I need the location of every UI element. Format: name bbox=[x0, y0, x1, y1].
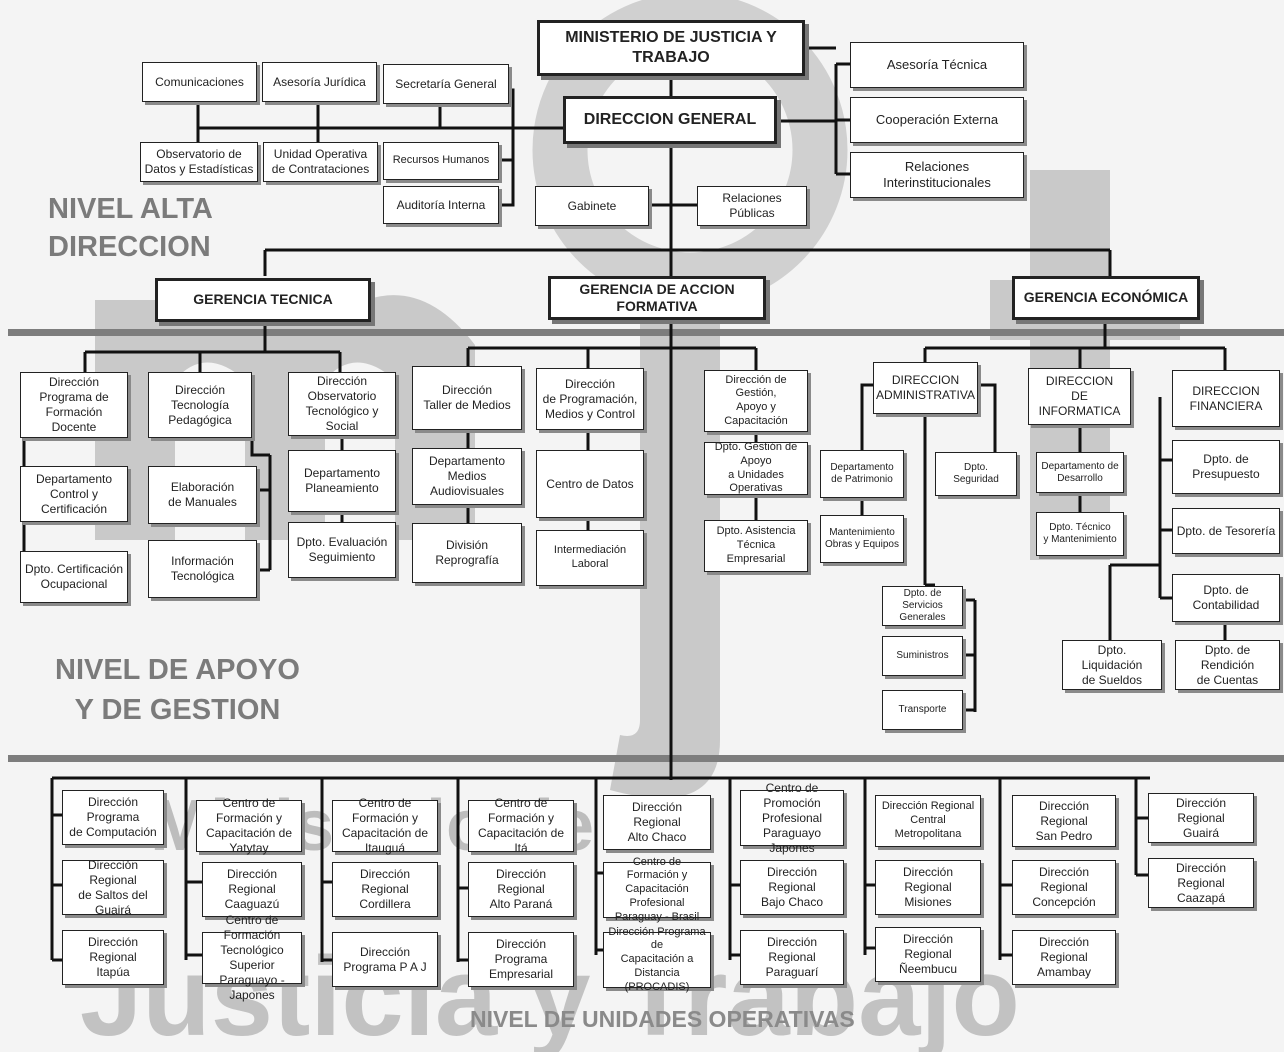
box-asesoria-tecnica[interactable]: Asesoría Técnica bbox=[850, 42, 1024, 88]
box-ministerio[interactable]: MINISTERIO DE JUSTICIA Y TRABAJO bbox=[537, 20, 805, 76]
box-secretaria-general[interactable]: Secretaría General bbox=[383, 64, 509, 104]
box-dir-reg-itapua[interactable]: Dirección Regional Itapúa bbox=[62, 930, 164, 985]
level-label-unidades: NIVEL DE UNIDADES OPERATIVAS bbox=[470, 1006, 855, 1032]
box-dpto-asistencia-tecnica[interactable]: Dpto. Asistencia Técnica Empresarial bbox=[704, 520, 808, 572]
level-separator-1 bbox=[8, 329, 1284, 336]
box-unidad-operativa[interactable]: Unidad Operativa de Contrataciones bbox=[263, 142, 378, 182]
box-depto-medios-audiovisuales[interactable]: Departamento Medios Audiovisuales bbox=[412, 448, 522, 505]
box-asesoria-juridica[interactable]: Asesoría Jurídica bbox=[262, 62, 377, 102]
box-dpto-servicios-generales[interactable]: Dpto. de Servicios Generales bbox=[882, 586, 963, 626]
box-mantenimiento-obras[interactable]: Mantenimiento Obras y Equipos bbox=[820, 515, 904, 563]
level-label-alta: NIVEL ALTA DIRECCION bbox=[48, 193, 213, 263]
box-depto-planeamiento[interactable]: Departamento Planeamiento bbox=[288, 450, 396, 512]
box-cf-tecnologico[interactable]: Centro de Formación Tecnológico Superior… bbox=[202, 913, 302, 1002]
box-depto-control-certificacion[interactable]: Departamento Control y Certificación bbox=[20, 466, 128, 522]
box-cf-yatytay[interactable]: Centro de Formación y Capacitación de Ya… bbox=[196, 796, 302, 855]
level-label-apoyo: NIVEL DE APOYO Y DE GESTION bbox=[55, 654, 300, 726]
box-informacion-tecnologica[interactable]: Información Tecnológica bbox=[148, 540, 257, 598]
box-cp-paraguayo-japones[interactable]: Centro de Promoción Profesional Paraguay… bbox=[740, 781, 844, 855]
box-dir-reg-alto-chaco[interactable]: Dirección Regional Alto Chaco bbox=[603, 795, 711, 850]
box-dir-programacion[interactable]: Dirección de Programación, Medios y Cont… bbox=[536, 368, 644, 430]
box-dir-reg-central[interactable]: Dirección Regional Central Metropolitana bbox=[875, 795, 981, 847]
box-dir-prog-empresarial[interactable]: Dirección Programa Empresarial bbox=[468, 932, 574, 987]
box-dpto-rendicion-cuentas[interactable]: Dpto. de Rendición de Cuentas bbox=[1175, 640, 1280, 690]
box-dpto-tecnico-mantenimiento[interactable]: Dpto. Técnico y Mantenimiento bbox=[1036, 512, 1124, 556]
box-dir-reg-saltos-guaira[interactable]: Dirección Regional de Saltos del Guairá bbox=[62, 858, 164, 917]
box-observatorio-datos[interactable]: Observatorio de Datos y Estadísticas bbox=[140, 142, 258, 182]
box-transporte[interactable]: Transporte bbox=[882, 690, 963, 730]
box-dir-prog-formacion-docente[interactable]: Dirección Programa de Formación Docente bbox=[20, 372, 128, 438]
box-relaciones-interinstitucionales[interactable]: Relaciones Interinstitucionales bbox=[850, 152, 1024, 198]
box-dir-reg-san-pedro[interactable]: Dirección Regional San Pedro bbox=[1012, 795, 1116, 847]
box-centro-datos[interactable]: Centro de Datos bbox=[536, 450, 644, 518]
box-comunicaciones[interactable]: Comunicaciones bbox=[142, 62, 257, 102]
box-depto-patrimonio[interactable]: Departamento de Patrimonio bbox=[820, 450, 904, 498]
box-dir-reg-caaguazu[interactable]: Dirección Regional Caaguazú bbox=[202, 862, 302, 917]
box-dir-reg-concepcion[interactable]: Dirección Regional Concepción bbox=[1012, 860, 1116, 915]
box-dir-reg-misiones[interactable]: Dirección Regional Misiones bbox=[875, 860, 981, 915]
box-direccion-general[interactable]: DIRECCION GENERAL bbox=[563, 96, 777, 144]
box-cooperacion-externa[interactable]: Cooperación Externa bbox=[850, 97, 1024, 143]
box-dir-reg-neembucu[interactable]: Dirección Regional Ñeembucu bbox=[875, 927, 981, 982]
box-dir-prog-paj[interactable]: Dirección Programa P A J bbox=[332, 932, 438, 987]
box-dir-procadis[interactable]: Dirección Programa de Capacitación a Dis… bbox=[603, 926, 711, 993]
box-relaciones-publicas[interactable]: Relaciones Públicas bbox=[697, 186, 807, 226]
box-intermediacion-laboral[interactable]: Intermediación Laboral bbox=[536, 530, 644, 586]
box-dir-reg-amambay[interactable]: Dirección Regional Amambay bbox=[1012, 930, 1116, 985]
box-dpto-contabilidad[interactable]: Dpto. de Contabilidad bbox=[1172, 574, 1280, 622]
box-dpto-evaluacion[interactable]: Dpto. Evaluación Seguimiento bbox=[288, 522, 396, 578]
box-dir-informatica[interactable]: DIRECCION DE INFORMATICA bbox=[1028, 368, 1131, 425]
box-dir-reg-paraguari[interactable]: Dirección Regional Paraguarí bbox=[740, 930, 844, 985]
box-dir-reg-caazapa[interactable]: Dirección Regional Caazapá bbox=[1148, 858, 1254, 908]
box-dir-gestion-apoyo[interactable]: Dirección de Gestión, Apoyo y Capacitaci… bbox=[704, 370, 808, 432]
box-gerencia-accion-formativa[interactable]: GERENCIA DE ACCION FORMATIVA bbox=[548, 276, 766, 320]
box-gerencia-economica[interactable]: GERENCIA ECONÓMICA bbox=[1012, 276, 1200, 320]
box-cf-ita[interactable]: Centro de Formación y Capacitación de It… bbox=[468, 796, 574, 855]
box-gabinete[interactable]: Gabinete bbox=[535, 186, 649, 226]
box-cf-itaugua[interactable]: Centro de Formación y Capacitación de It… bbox=[332, 796, 438, 855]
box-dpto-gestion-apoyo[interactable]: Dpto. Gestión de Apoyo a Unidades Operat… bbox=[704, 441, 808, 495]
box-depto-desarrollo[interactable]: Departamento de Desarrollo bbox=[1036, 452, 1124, 493]
box-dir-prog-computacion[interactable]: Dirección Programa de Computación bbox=[62, 790, 164, 845]
box-auditoria-interna[interactable]: Auditoría Interna bbox=[383, 186, 499, 224]
box-suministros[interactable]: Suministros bbox=[882, 636, 963, 676]
level-separator-2 bbox=[8, 755, 1284, 762]
box-dir-taller-medios[interactable]: Dirección Taller de Medios bbox=[412, 366, 522, 430]
box-dpto-seguridad[interactable]: Dpto. Seguridad bbox=[935, 452, 1017, 496]
box-dpto-certificacion-ocupacional[interactable]: Dpto. Certificación Ocupacional bbox=[20, 551, 128, 603]
box-dir-financiera[interactable]: DIRECCION FINANCIERA bbox=[1172, 370, 1280, 427]
box-dir-observatorio[interactable]: Dirección Observatorio Tecnológico y Soc… bbox=[288, 372, 396, 436]
box-dpto-tesoreria[interactable]: Dpto. de Tesorería bbox=[1172, 508, 1280, 554]
box-dir-reg-guaira[interactable]: Dirección Regional Guairá bbox=[1148, 793, 1254, 843]
box-cf-paraguay-brasil[interactable]: Centro de Formación y Capacitación Profe… bbox=[603, 856, 711, 923]
box-dir-administrativa[interactable]: DIRECCION ADMINISTRATIVA bbox=[873, 362, 978, 414]
box-dir-reg-bajo-chaco[interactable]: Dirección Regional Bajo Chaco bbox=[740, 860, 844, 915]
box-dir-tecnologia-pedagogica[interactable]: Dirección Tecnología Pedagógica bbox=[148, 372, 252, 438]
box-recursos-humanos[interactable]: Recursos Humanos bbox=[383, 142, 499, 180]
box-dir-reg-cordillera[interactable]: Dirección Regional Cordillera bbox=[332, 862, 438, 917]
box-division-reprografia[interactable]: División Reprografía bbox=[412, 523, 522, 583]
box-elaboracion-manuales[interactable]: Elaboración de Manuales bbox=[148, 466, 257, 524]
box-dpto-liquidacion-sueldos[interactable]: Dpto. Liquidación de Sueldos bbox=[1062, 640, 1162, 690]
box-dpto-presupuesto[interactable]: Dpto. de Presupuesto bbox=[1172, 440, 1280, 494]
box-dir-reg-alto-parana[interactable]: Dirección Regional Alto Paraná bbox=[468, 862, 574, 917]
box-gerencia-tecnica[interactable]: GERENCIA TECNICA bbox=[155, 278, 371, 322]
